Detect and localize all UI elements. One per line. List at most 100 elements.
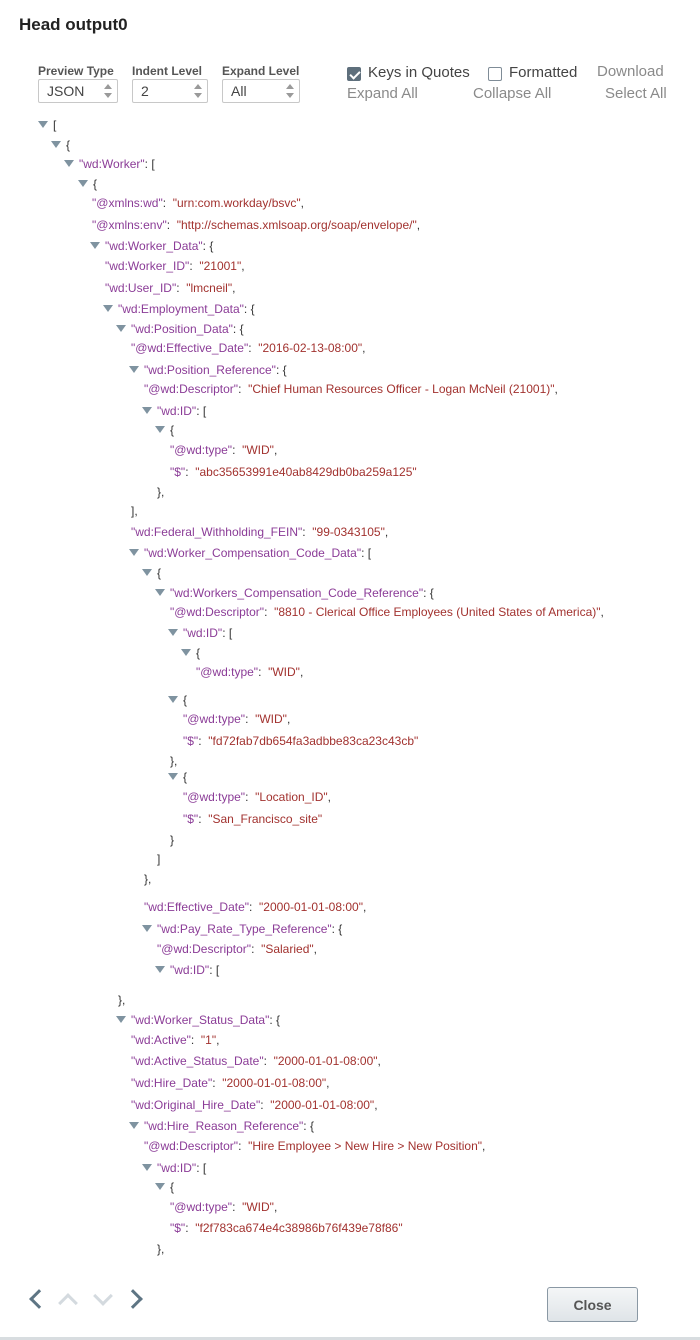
- tree-line: "wd:Worker_Data": {: [90, 239, 213, 253]
- caret-down-icon[interactable]: [38, 121, 48, 128]
- tree-line: "@wd:Descriptor": "Salaried",: [157, 942, 317, 956]
- tree-line: {: [78, 177, 97, 191]
- keys-in-quotes-label: Keys in Quotes: [368, 64, 470, 81]
- close-button[interactable]: Close: [547, 1287, 638, 1322]
- tree-line: "@wd:Descriptor": "8810 - Clerical Offic…: [170, 605, 604, 619]
- tree-line: "@wd:type": "WID",: [170, 1200, 278, 1214]
- prev-button[interactable]: [26, 1288, 49, 1310]
- tree-line: },: [157, 1242, 165, 1256]
- tree-line: "wd:Position_Data": {: [116, 322, 244, 336]
- tree-line: },: [157, 485, 165, 499]
- caret-down-icon[interactable]: [103, 305, 113, 312]
- caret-down-icon[interactable]: [155, 589, 165, 596]
- tree-line: "wd:Worker": [: [64, 157, 155, 171]
- tree-line: "wd:ID": [: [142, 1161, 206, 1175]
- caret-down-icon[interactable]: [129, 366, 139, 373]
- caret-down-icon[interactable]: [142, 569, 152, 576]
- spinner-icon: [194, 84, 202, 98]
- caret-down-icon[interactable]: [116, 325, 126, 332]
- tree-line: "wd:Position_Reference": {: [129, 363, 287, 377]
- tree-line: "wd:Federal_Withholding_FEIN": "99-03431…: [131, 525, 389, 539]
- json-tree: [ { "wd:Worker": [ { "@xmlns:wd": "urn:c…: [0, 112, 700, 1267]
- tree-line: "wd:Workers_Compensation_Code_Reference"…: [155, 586, 434, 600]
- caret-down-icon[interactable]: [142, 407, 152, 414]
- tree-line: },: [118, 993, 126, 1007]
- tree-line: },: [170, 754, 178, 768]
- tree-line: "wd:Worker_ID": "21001",: [105, 259, 245, 273]
- caret-down-icon[interactable]: [51, 141, 61, 148]
- caret-down-icon[interactable]: [168, 629, 178, 636]
- tree-line: }: [170, 833, 175, 847]
- download-link[interactable]: Download: [597, 63, 664, 80]
- chevron-up-icon: [58, 1293, 78, 1313]
- tree-line: {: [155, 1180, 174, 1194]
- caret-down-icon[interactable]: [181, 649, 191, 656]
- next-button[interactable]: [123, 1288, 147, 1310]
- preview-type-value: JSON: [47, 83, 85, 99]
- tree-line: "@wd:Descriptor": "Chief Human Resources…: [144, 382, 558, 396]
- tree-line: [: [38, 118, 56, 132]
- indent-level-select[interactable]: 2: [132, 79, 208, 103]
- tree-line: ],: [131, 504, 138, 518]
- tree-line: "wd:ID": [: [155, 963, 219, 977]
- spinner-icon: [286, 84, 294, 98]
- tree-line: "@wd:type": "WID",: [170, 443, 278, 457]
- expand-level-label: Expand Level: [222, 64, 300, 78]
- tree-line: "wd:Active_Status_Date": "2000-01-01-08:…: [131, 1054, 381, 1068]
- caret-down-icon[interactable]: [90, 242, 100, 249]
- caret-down-icon[interactable]: [142, 1164, 152, 1171]
- collapse-all-link[interactable]: Collapse All: [473, 85, 552, 102]
- tree-line: "@wd:type": "WID",: [196, 665, 304, 679]
- tree-line: "@wd:Descriptor": "Hire Employee > New H…: [144, 1139, 486, 1153]
- tree-line: ]: [157, 852, 161, 866]
- tree-line: "wd:Original_Hire_Date": "2000-01-01-08:…: [131, 1098, 378, 1112]
- tree-line: "$": "San_Francisco_site": [183, 812, 323, 826]
- tree-line: "@wd:type": "Location_ID",: [183, 790, 331, 804]
- tree-line: "wd:ID": [: [142, 404, 206, 418]
- tree-line: {: [168, 693, 187, 707]
- caret-down-icon[interactable]: [168, 696, 178, 703]
- tree-line: "wd:Employment_Data": {: [103, 302, 255, 316]
- tree-line: "$": "f2f783ca674e4c38986b76f439e78f86": [170, 1221, 403, 1235]
- tree-line: "@wd:Effective_Date": "2016-02-13-08:00"…: [131, 341, 366, 355]
- preview-type-select[interactable]: JSON: [38, 79, 118, 103]
- caret-down-icon[interactable]: [64, 160, 74, 167]
- tree-line: "wd:User_ID": "lmcneil",: [105, 281, 236, 295]
- caret-down-icon[interactable]: [129, 549, 139, 556]
- expand-level-value: All: [231, 83, 247, 99]
- indent-level-label: Indent Level: [132, 64, 203, 78]
- caret-down-icon[interactable]: [168, 773, 178, 780]
- chevron-right-icon: [123, 1289, 143, 1309]
- tree-line: "$": "abc35653991e40ab8429db0ba259a125": [170, 465, 417, 479]
- tree-line: "wd:ID": [: [168, 626, 232, 640]
- select-all-link[interactable]: Select All: [605, 85, 667, 102]
- tree-line: "wd:Effective_Date": "2000-01-01-08:00",: [144, 900, 367, 914]
- down-button[interactable]: [92, 1286, 114, 1310]
- tree-line: "wd:Hire_Reason_Reference": {: [129, 1119, 314, 1133]
- dialog-title: Head output0: [19, 15, 128, 34]
- tree-line: "@xmlns:env": "http://schemas.xmlsoap.or…: [92, 218, 421, 232]
- formatted-checkbox[interactable]: [488, 67, 502, 81]
- tree-line: "@wd:type": "WID",: [183, 712, 291, 726]
- expand-all-link[interactable]: Expand All: [347, 85, 418, 102]
- chevron-down-icon: [93, 1286, 113, 1306]
- caret-down-icon[interactable]: [116, 1016, 126, 1023]
- caret-down-icon[interactable]: [155, 426, 165, 433]
- preview-type-label: Preview Type: [38, 64, 114, 78]
- up-button[interactable]: [57, 1288, 79, 1313]
- caret-down-icon[interactable]: [155, 1183, 165, 1190]
- indent-level-value: 2: [141, 83, 149, 99]
- tree-line: {: [155, 423, 174, 437]
- tree-line: {: [51, 138, 70, 152]
- tree-line: "wd:Hire_Date": "2000-01-01-08:00",: [131, 1076, 330, 1090]
- tree-line: "wd:Worker_Compensation_Code_Data": [: [129, 546, 371, 560]
- keys-in-quotes-checkbox[interactable]: [347, 67, 361, 81]
- tree-line: {: [168, 770, 187, 784]
- tree-line: {: [181, 646, 200, 660]
- caret-down-icon[interactable]: [129, 1122, 139, 1129]
- footer-divider: [0, 1337, 700, 1340]
- caret-down-icon[interactable]: [155, 966, 165, 973]
- expand-level-select[interactable]: All: [222, 79, 300, 103]
- caret-down-icon[interactable]: [142, 925, 152, 932]
- caret-down-icon[interactable]: [78, 180, 88, 187]
